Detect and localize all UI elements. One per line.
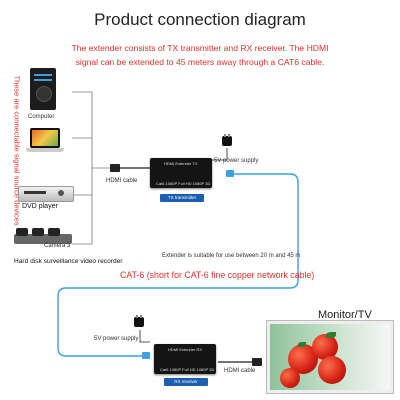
rj45-plug-icon <box>226 170 234 177</box>
dvd-player-icon <box>18 186 74 202</box>
extender-note: Extender is suitable for use between 20 … <box>162 253 301 259</box>
page-title: Product connection diagram <box>94 10 306 29</box>
tx-top-label: HDMI Extender TX <box>164 161 198 166</box>
rx-power-label: 5V power supply <box>94 336 139 342</box>
source-label-dvd: DVD player <box>22 203 58 210</box>
hdmi-plug-icon <box>110 164 120 172</box>
hdmi-plug-icon-rx <box>252 358 262 366</box>
tx-transmitter: HDMI Extender TX Cat6 1080P Full HD 1080… <box>150 158 212 188</box>
rx-top-label: HDMI Extender RX <box>168 347 203 352</box>
monitor-label: Monitor/TV <box>318 309 372 321</box>
rx-hdmi-cable-label: HDMI cable <box>224 368 256 374</box>
power-adapter-icon <box>220 134 234 148</box>
tx-hdmi-cable-label: HDMI cable <box>106 178 138 184</box>
power-adapter-icon-rx <box>132 315 146 329</box>
dvr-label: Hard disk surveillance video recorder <box>14 258 123 265</box>
description-line-1: The extender consists of TX transmitter … <box>71 43 329 53</box>
laptop-icon <box>26 128 64 158</box>
desktop-pc-icon <box>30 68 56 110</box>
rx-receiver: HDMI Extender RX Cat6 1080P Full HD 1080… <box>154 344 216 374</box>
camera-icon <box>14 228 72 250</box>
cat6-note: CAT-6 (short for CAT-6 fine copper netwo… <box>120 270 315 280</box>
rx-badge: RX receiver <box>164 378 208 386</box>
source-label-camera: Camera 3 <box>44 243 71 249</box>
tv-monitor-icon <box>266 320 394 394</box>
rj45-plug-icon-rx <box>142 352 150 359</box>
tv-screen-image <box>270 324 390 390</box>
rx-bottom-label: Cat6 1080P Full HD 1080P 3D <box>160 367 215 372</box>
tx-badge: TX transmitter <box>160 194 204 202</box>
tx-bottom-label: Cat6 1080P Full HD 1080P 3D <box>156 181 211 186</box>
description-line-2: signal can be extended to 45 meters away… <box>75 57 325 67</box>
source-label-pc: Computer <box>28 114 55 120</box>
tx-power-label: 5V power supply <box>214 158 259 164</box>
